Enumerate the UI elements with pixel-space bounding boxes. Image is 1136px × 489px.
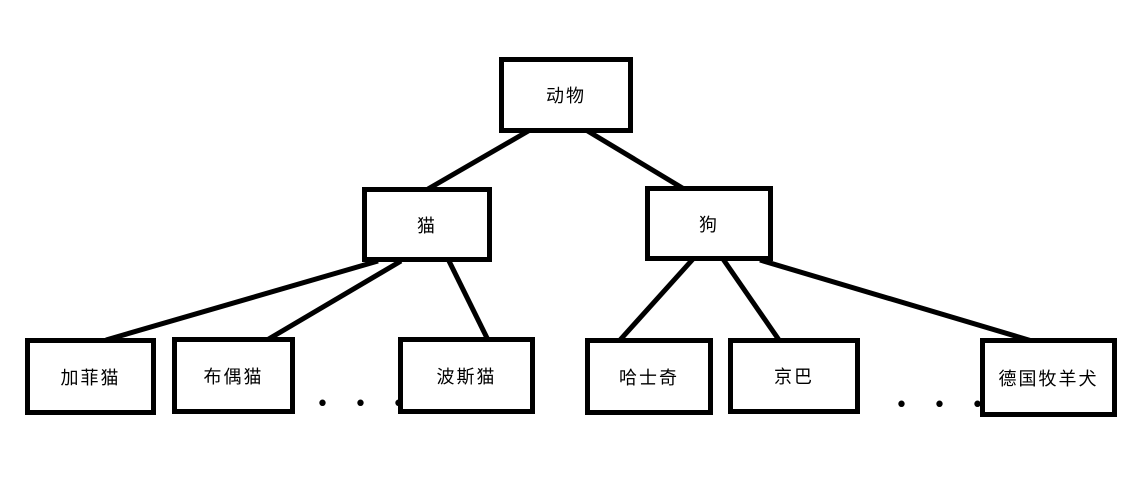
edge-cat-ragdoll: [265, 258, 403, 343]
node-pekingese: 京巴: [728, 338, 860, 414]
node-animal: 动物: [499, 57, 633, 133]
node-cat-label: 猫: [417, 215, 437, 237]
node-ragdoll-cat: 布偶猫: [172, 337, 295, 414]
edge-cat-garfield: [105, 258, 379, 343]
node-garfield-cat: 加菲猫: [25, 338, 156, 415]
node-husky-label: 哈士奇: [619, 367, 679, 389]
edge-cat-persian: [446, 259, 491, 342]
node-husky: 哈士奇: [585, 338, 713, 415]
node-german-shepherd: 德国牧羊犬: [980, 338, 1117, 417]
edge-animal-cat: [426, 127, 532, 192]
node-garfield-cat-label: 加菲猫: [60, 367, 121, 389]
edge-animal-dog: [584, 127, 686, 192]
node-german-shepherd-label: 德国牧羊犬: [998, 368, 1099, 390]
node-dog-label: 狗: [699, 214, 719, 236]
node-cat: 猫: [362, 187, 492, 262]
ellipsis-more-cats: • • •: [316, 392, 414, 417]
edge-dog-husky: [618, 257, 695, 342]
node-persian-cat-label: 波斯猫: [436, 366, 497, 388]
node-pekingese-label: 京巴: [774, 367, 814, 388]
edge-dog-german-shepherd: [759, 257, 1033, 344]
ellipsis-more-dogs: • • •: [895, 393, 993, 418]
node-ragdoll-cat-label: 布偶猫: [203, 366, 264, 388]
edge-dog-pekingese: [720, 257, 782, 342]
node-animal-label: 动物: [546, 86, 586, 107]
node-persian-cat: 波斯猫: [398, 337, 535, 414]
node-dog: 狗: [645, 186, 773, 261]
